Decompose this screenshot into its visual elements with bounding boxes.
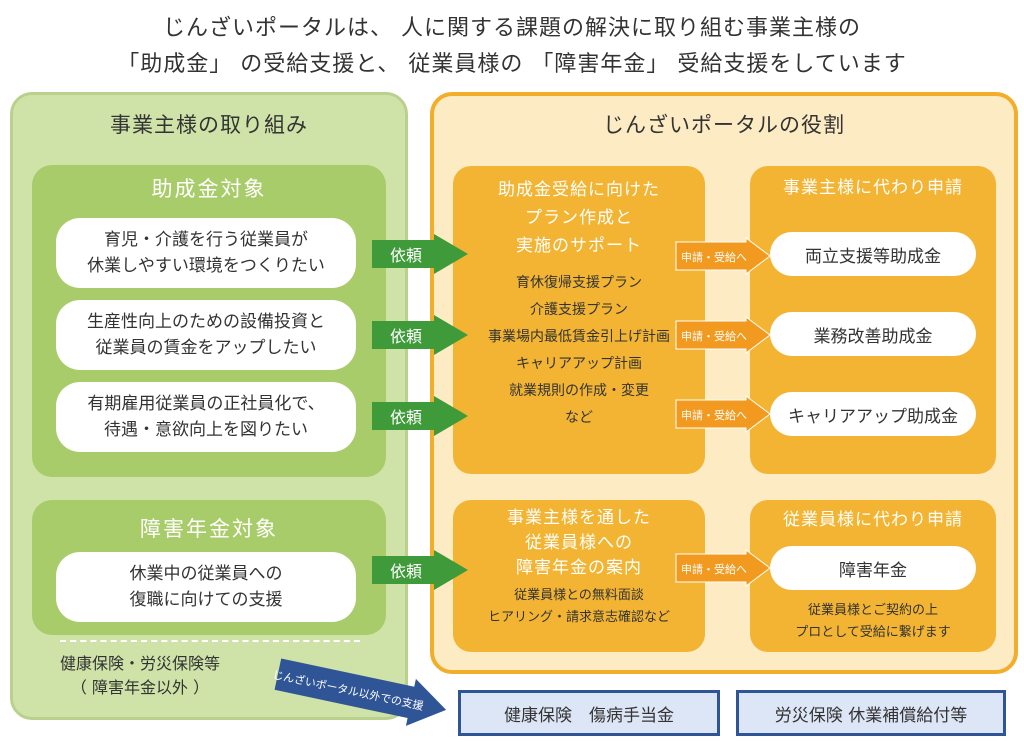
workers-comp-leave-benefit: 労災保険 休業補償給付等 [736, 690, 1006, 736]
subsidy-need-childcare-line1: 育児・介護を行う従業員が [104, 230, 308, 250]
subsidy-need-productivity-line1: 生産性向上のための設備投資と [87, 312, 325, 332]
subsidy-support-title-line2: プラン作成と [525, 208, 633, 228]
employee-apply-desc-line1: 従業員様とご契約の上 [807, 603, 938, 618]
subsidy-career-up: キャリアアップ助成金 [770, 392, 976, 436]
plan-item: 育休復帰支援プラン [516, 275, 642, 291]
subsidy-need-productivity: 生産性向上のための設備投資と 従業員の賃金をアップしたい [56, 300, 356, 370]
subsidy-target-title: 助成金対象 [151, 177, 267, 201]
subsidy-business-improvement: 業務改善助成金 [770, 312, 976, 356]
employee-apply-desc: 従業員様とご契約の上 プロとして受給に繋げます [750, 600, 996, 644]
request-arrow-3: 依頼 [372, 396, 468, 436]
apply-arrow-label: 申請・受給へ [681, 562, 747, 576]
other-insurance-note-line1: 健康保険・労災保険等 [59, 654, 220, 673]
apply-arrow-label: 申請・受給へ [681, 250, 747, 264]
apply-arrow-1: 申請・受給へ [675, 237, 771, 275]
request-arrow-2: 依頼 [372, 315, 468, 355]
pension-guidance-title-line1: 事業主様を通した [507, 508, 651, 528]
employee-apply-desc-line2: プロとして受給に繋げます [795, 625, 951, 640]
apply-arrow-3: 申請・受給へ [675, 395, 771, 433]
subsidy-plan-list: 育休復帰支援プラン 介護支援プラン 事業場内最低賃金引上げ計画 キャリアアップ計… [453, 270, 705, 432]
subsidy-support-box: 助成金受給に向けた プラン作成と 実施のサポート 育休復帰支援プラン 介護支援プ… [453, 166, 705, 474]
request-arrow-label: 依頼 [390, 327, 422, 346]
request-arrow-1: 依頼 [372, 234, 468, 274]
subsidy-need-regular-employment-line1: 有期雇用従業員の正社員化で、 [87, 394, 325, 414]
other-insurance-note: 健康保険・労災保険等 （ 障害年金以外 ） [40, 652, 240, 700]
subsidy-balance-support: 両立支援等助成金 [770, 232, 976, 276]
subsidy-need-childcare: 育児・介護を行う従業員が 休業しやすい環境をつくりたい [56, 218, 356, 288]
disability-pension-item: 障害年金 [770, 546, 976, 590]
request-arrow-label: 依頼 [390, 246, 422, 265]
request-arrow-label: 依頼 [390, 408, 422, 427]
subsidy-need-productivity-line2: 従業員の賃金をアップしたい [95, 338, 317, 358]
subsidy-need-regular-employment-line2: 待遇・意欲向上を図りたい [104, 420, 308, 440]
pension-need-line2: 復職に向けての支援 [129, 590, 283, 610]
plan-item: キャリアアップ計画 [516, 356, 642, 372]
request-arrow-label: 依頼 [390, 562, 422, 581]
pension-guidance-item: 従業員様との無料面談 [514, 588, 644, 603]
pension-need-line1: 休業中の従業員への [129, 564, 283, 584]
pension-guidance-list: 従業員様との無料面談 ヒアリング・請求意志確認など [453, 585, 705, 629]
subsidy-need-regular-employment: 有期雇用従業員の正社員化で、 待遇・意欲向上を図りたい [56, 382, 356, 452]
headline-line-2: 「助成金」 の受給支援と、 従業員様の 「障害年金」 受給支援をしています [117, 52, 907, 77]
subsidy-support-title: 助成金受給に向けた プラン作成と 実施のサポート [453, 176, 705, 260]
pension-guidance-title-line2: 従業員様への [525, 533, 633, 553]
section-divider [60, 640, 360, 642]
subsidy-support-title-line3: 実施のサポート [516, 236, 642, 256]
subsidy-need-childcare-line2: 休業しやすい環境をつくりたい [87, 256, 325, 276]
apply-arrow-2: 申請・受給へ [675, 316, 771, 354]
request-arrow-4: 依頼 [372, 550, 468, 590]
pension-guidance-title: 事業主様を通した 従業員様への 障害年金の案内 [453, 506, 705, 581]
pension-target-title: 障害年金対象 [140, 517, 278, 541]
apply-arrow-label: 申請・受給へ [681, 408, 747, 422]
pension-guidance-item: ヒアリング・請求意志確認など [487, 610, 670, 625]
health-insurance-sickness-allowance: 健康保険 傷病手当金 [458, 690, 720, 736]
apply-arrow-label: 申請・受給へ [681, 329, 747, 343]
employer-apply-title: 事業主様に代わり申請 [783, 178, 963, 198]
other-insurance-note-line2: （ 障害年金以外 ） [70, 678, 210, 697]
plan-item: 事業場内最低賃金引上げ計画 [488, 329, 670, 345]
apply-arrow-4: 申請・受給へ [675, 549, 771, 587]
plan-item: 介護支援プラン [530, 302, 628, 318]
portal-role-title: じんざいポータルの役割 [603, 113, 845, 137]
pension-guidance-box: 事業主様を通した 従業員様への 障害年金の案内 従業員様との無料面談 ヒアリング… [453, 500, 705, 652]
pension-need-return-to-work: 休業中の従業員への 復職に向けての支援 [56, 552, 356, 622]
subsidy-support-title-line1: 助成金受給に向けた [498, 180, 660, 200]
external-support-arrow: じんざいポータル以外での支援 [271, 658, 447, 726]
headline-line-1: じんざいポータルは、 人に関する課題の解決に取り組む事業主様の [163, 16, 861, 41]
plan-item: など [565, 410, 593, 426]
pension-guidance-title-line3: 障害年金の案内 [516, 558, 642, 578]
employee-apply-title: 従業員様に代わり申請 [783, 510, 963, 530]
employer-efforts-title: 事業主様の取り組み [110, 113, 308, 137]
plan-item: 就業規則の作成・変更 [509, 383, 649, 399]
